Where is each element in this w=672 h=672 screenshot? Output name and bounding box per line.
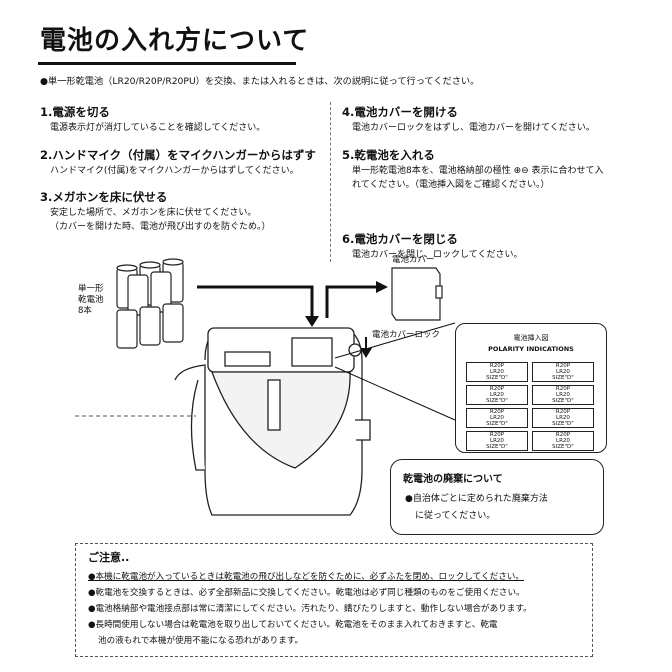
cell-diagram: R20P LR20 SIZE"D" bbox=[532, 385, 594, 405]
step-5-text-line-1: 単一形乾電池8本を、電池格納部の極性 ⊕⊖ 表示に合わせて入 bbox=[352, 166, 604, 176]
column-divider bbox=[330, 102, 331, 262]
battery-label: 単一形 乾電池 8本 bbox=[78, 284, 104, 317]
step-1: 1.電源を切る 電源表示灯が消灯していることを確認してください。 bbox=[40, 104, 265, 135]
cell-diagram: R20P LR20 SIZE"D" bbox=[532, 431, 594, 451]
caution-box bbox=[75, 543, 593, 657]
step-1-heading: 1.電源を切る bbox=[40, 105, 110, 119]
step-6: 6.電池カバーを閉じる 電池カバーを閉じ、ロックしてください。 bbox=[342, 231, 522, 262]
step-4-text: 電池カバーロックをはずし、電池カバーを開けてください。 bbox=[352, 123, 595, 133]
step-4-heading: 4.電池カバーを開ける bbox=[342, 105, 458, 119]
step-5-heading: 5.乾電池を入れる bbox=[342, 148, 435, 162]
step-1-text: 電源表示灯が消灯していることを確認してください。 bbox=[50, 123, 266, 133]
title-underline bbox=[38, 62, 296, 65]
disposal-line-2: に従ってください。 bbox=[415, 511, 496, 521]
step-6-text: 電池カバーを閉じ、ロックしてください。 bbox=[352, 250, 523, 260]
megaphone-icon bbox=[174, 327, 371, 516]
step-2-heading: 2.ハンドマイク（付属）をマイクハンガーからはずす bbox=[40, 148, 316, 162]
step-2-text: ハンドマイク(付属)をマイクハンガーからはずしてください。 bbox=[50, 166, 299, 176]
disposal-line-1: ●自治体ごとに定められた廃棄方法 bbox=[405, 494, 548, 504]
step-3-text-line-1: 安定した場所で、メガホンを床に伏せてください。 bbox=[50, 208, 257, 218]
step-4: 4.電池カバーを開ける 電池カバーロックをはずし、電池カバーを開けてください。 bbox=[342, 104, 595, 135]
caution-item-4-cont: 池の液もれで本機が使用不能になる恐れがあります。 bbox=[98, 636, 304, 646]
battery-cover-icon bbox=[391, 267, 443, 321]
battery-label-line-2: 乾電池 bbox=[78, 295, 104, 305]
caution-item-4: ●長時間使用しない場合は乾電池を取り出しておいてください。乾電池をそのまま入れて… bbox=[88, 620, 498, 630]
step-5: 5.乾電池を入れる 単一形乾電池8本を、電池格納部の極性 ⊕⊖ 表示に合わせて入… bbox=[342, 147, 604, 192]
caution-item-1: ●本機に乾電池が入っているときは乾電池の飛び出しなどを防ぐために、必ずふたを閉め… bbox=[88, 572, 524, 582]
cell-diagram: R20P LR20 SIZE"D" bbox=[466, 431, 528, 451]
cell-diagram: R20P LR20 SIZE"D" bbox=[466, 408, 528, 428]
step-3: 3.メガホンを床に伏せる 安定した場所で、メガホンを床に伏せてください。 （カバ… bbox=[40, 189, 271, 234]
battery-cover-lock-label: 電池カバーロック bbox=[372, 330, 441, 340]
battery-cells-icon bbox=[116, 258, 184, 349]
polarity-indications-box: 電池挿入図 POLARITY INDICATIONS R20P LR20 SIZ… bbox=[455, 323, 607, 453]
disposal-title: 乾電池の廃棄について bbox=[403, 474, 503, 485]
caution-title: ご注意.. bbox=[88, 551, 130, 564]
disposal-box: 乾電池の廃棄について ●自治体ごとに定められた廃棄方法 に従ってください。 bbox=[390, 459, 604, 535]
cell-diagram: R20P LR20 SIZE"D" bbox=[532, 362, 594, 382]
cell-diagram: R20P LR20 SIZE"D" bbox=[466, 362, 528, 382]
battery-label-line-3: 8本 bbox=[78, 306, 92, 316]
intro-text: ●単一形乾電池（LR20/R20P/R20PU）を交換、または入れるときは、次の… bbox=[40, 76, 480, 87]
battery-label-line-1: 単一形 bbox=[78, 284, 104, 294]
step-3-heading: 3.メガホンを床に伏せる bbox=[40, 190, 168, 204]
cell-diagram: R20P LR20 SIZE"D" bbox=[532, 408, 594, 428]
polarity-title-en: POLARITY INDICATIONS bbox=[488, 345, 574, 353]
step-3-text-line-2: （カバーを開けた時、電池が飛び出すのを防ぐため。） bbox=[50, 222, 271, 232]
cell-diagram: R20P LR20 SIZE"D" bbox=[466, 385, 528, 405]
step-5-text-line-2: れてください。（電池挿入図をご確認ください。） bbox=[352, 180, 550, 190]
page-title: 電池の入れ方について bbox=[40, 26, 310, 56]
caution-item-3: ●電池格納部や電池接点部は常に清潔にしてください。汚れたり、錆びたりしますと、動… bbox=[88, 604, 532, 614]
battery-cover-label: 電池カバー bbox=[392, 255, 435, 265]
battery-illustration bbox=[75, 258, 456, 516]
polarity-title-jp: 電池挿入図 bbox=[513, 334, 549, 342]
step-2: 2.ハンドマイク（付属）をマイクハンガーからはずす ハンドマイク(付属)をマイク… bbox=[40, 147, 316, 178]
caution-item-2: ●乾電池を交換するときは、必ず全部新品に交換してください。乾電池は必ず同じ種類の… bbox=[88, 588, 525, 598]
step-6-heading: 6.電池カバーを閉じる bbox=[342, 232, 458, 246]
polarity-cells: R20P LR20 SIZE"D" R20P LR20 SIZE"D" R20P… bbox=[466, 362, 594, 451]
